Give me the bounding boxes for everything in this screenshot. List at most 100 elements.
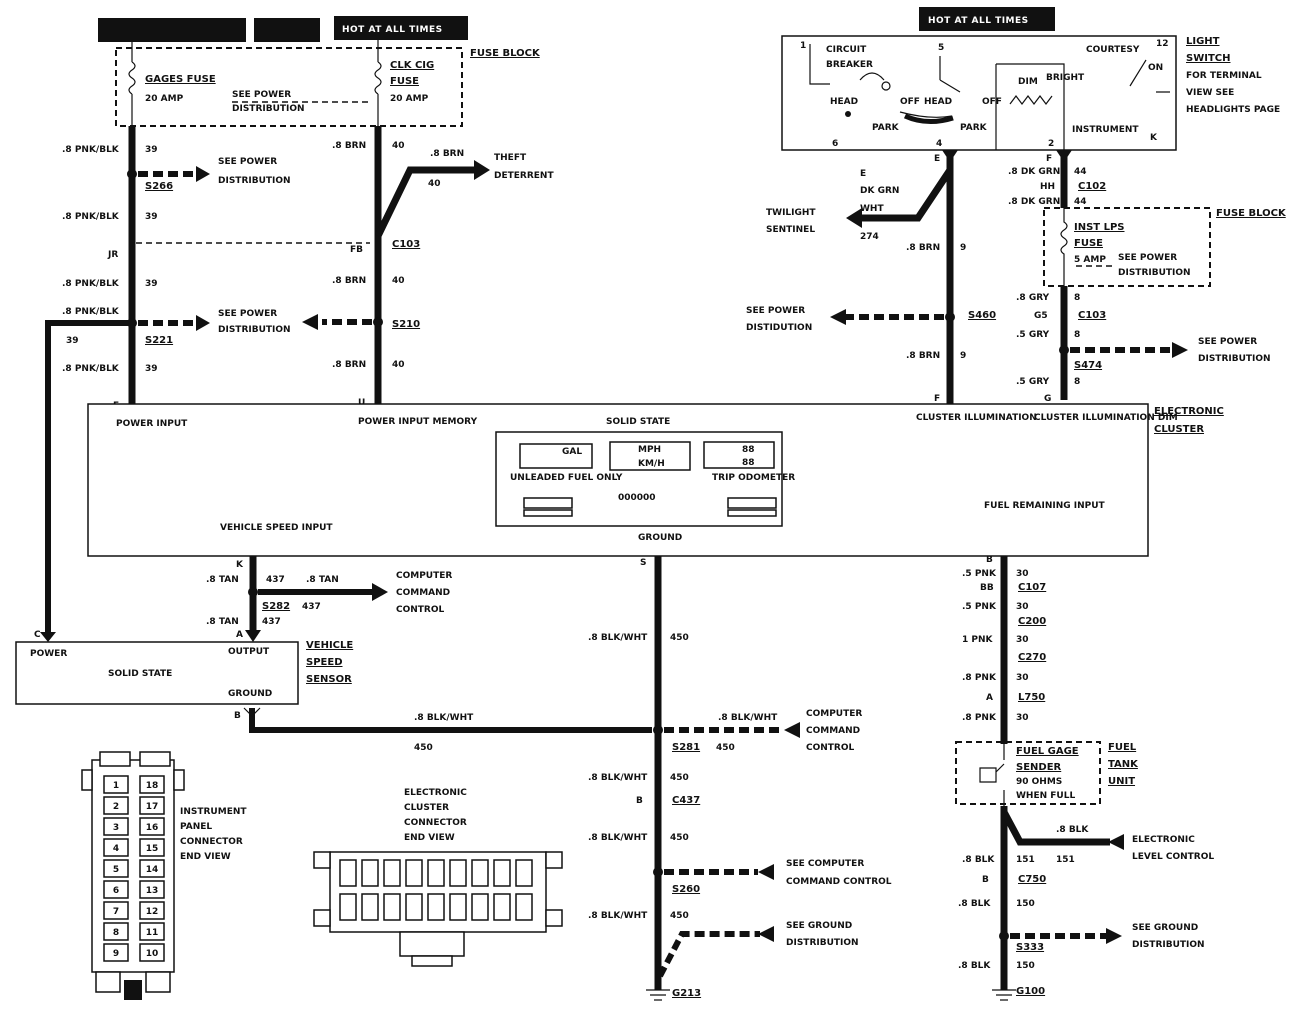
dk-grn: DK GRN: [860, 186, 899, 196]
light-switch-note: FOR TERMINAL: [1186, 71, 1262, 81]
vss-pin-b: B: [234, 711, 241, 721]
splice-label: S333: [1016, 942, 1044, 953]
vss-input-label: VEHICLE SPEED INPUT: [220, 523, 333, 533]
indicator: [523, 497, 573, 509]
splice-dot-s282: [248, 587, 258, 597]
control-label: CONTROL: [806, 743, 855, 753]
courtesy-label: COURTESY: [1086, 45, 1140, 55]
e-label: E: [860, 169, 866, 179]
pin-c-arrow: [40, 632, 56, 642]
fuel-tank-title-3: UNIT: [1108, 776, 1135, 787]
splice-label: S260: [672, 884, 700, 895]
wire-label: .8 BLK/WHT: [588, 833, 648, 843]
sender-label: SENDER: [1016, 762, 1062, 773]
wht: WHT: [860, 204, 884, 214]
hot-acc-bar: [254, 18, 320, 42]
power-input-label: POWER INPUT: [116, 419, 188, 429]
cluster-pin-cell: [493, 893, 511, 921]
circuit-number: 437: [266, 575, 285, 585]
circuit-number: 9: [960, 243, 966, 253]
off-label-2: OFF: [982, 97, 1002, 107]
wire-label: .8 PNK/BLK: [62, 307, 120, 317]
ohms-label: 90 OHMS: [1016, 777, 1062, 787]
connector-pin: A: [986, 693, 993, 703]
wire-label: .8 TAN: [206, 617, 239, 627]
fuse-block-right: [1043, 207, 1211, 287]
wire-label: .8 DK GRN: [1008, 167, 1060, 177]
kmh-label: KM/H: [638, 459, 665, 469]
wire-label: .8 BRN: [906, 243, 940, 253]
ecc-plug: [399, 931, 465, 957]
circuit-274: 274: [860, 232, 879, 242]
circuit-number: 39: [145, 145, 158, 155]
connector-pin-number: 16: [146, 823, 159, 833]
splice-label: S281: [672, 742, 700, 753]
fuse-block-left: [115, 47, 463, 127]
circuit-number: 8: [1074, 377, 1080, 387]
trip-display: [703, 441, 775, 469]
wire-twilight: [858, 168, 953, 222]
indicator: [523, 509, 573, 517]
trip-digits-2: 88: [742, 458, 755, 468]
pin-a: A: [236, 630, 243, 640]
unleaded-label: UNLEADED FUEL ONLY: [510, 473, 623, 483]
wire-label: .5 PNK: [962, 569, 997, 579]
light-switch-note: HEADLIGHTS PAGE: [1186, 105, 1280, 115]
circuit-number: 40: [392, 276, 405, 286]
clk-cig-fuse: FUSE: [390, 76, 419, 87]
cluster-pin-cell: [361, 859, 379, 887]
ground-g213: G213: [672, 988, 701, 999]
circuit-number: 150: [1016, 899, 1035, 909]
arrow-head: [196, 166, 210, 182]
connector-c437: C437: [672, 795, 700, 806]
ecc-ear: [545, 909, 563, 927]
wire-label: .8 PNK: [962, 673, 997, 683]
splice-dot-s210: [373, 317, 383, 327]
ipc-foot: [95, 971, 121, 993]
see-power: SEE POWER: [218, 157, 277, 167]
wire-label: .8 TAN: [206, 575, 239, 585]
wire-label: .5 GRY: [1016, 377, 1050, 387]
when-full-label: WHEN FULL: [1016, 791, 1075, 801]
wire-label: .8 BLK/WHT: [718, 713, 778, 723]
computer-label: COMPUTER: [396, 571, 452, 581]
connector-pin-cell: [139, 796, 165, 815]
wire-to-theft: [374, 166, 476, 238]
distribution: DISTRIBUTION: [1118, 268, 1191, 278]
circuit-number: 39: [145, 212, 158, 222]
ground-dist-label: DISTRIBUTION: [786, 938, 859, 948]
wire-label: .8 BLK/WHT: [588, 633, 648, 643]
wire-label: .8 BRN: [332, 141, 366, 151]
arrow-head: [1106, 928, 1122, 944]
circuit-number: 450: [414, 743, 433, 753]
connector-pin-number: 14: [146, 865, 159, 875]
fuel-remaining-label: FUEL REMAINING INPUT: [984, 501, 1106, 511]
arrow-head: [758, 926, 774, 942]
connector-pin-cell: [103, 901, 129, 920]
wire-label: .8 BRN: [332, 360, 366, 370]
fuse-block-title: FUSE BLOCK: [1216, 208, 1287, 219]
vss-title-2: SPEED: [306, 657, 343, 668]
splice-dot-s333: [999, 931, 1009, 941]
ipc-tab: [99, 751, 131, 767]
connector-pin-number: 15: [146, 844, 159, 854]
ecc-plug-tip: [411, 955, 453, 967]
deterrent-label: DETERRENT: [494, 171, 554, 181]
circuit-number: 450: [670, 911, 689, 921]
ground-dist-label: DISTRIBUTION: [1132, 940, 1205, 950]
indicator: [727, 497, 777, 509]
ipc-tab: [139, 751, 171, 767]
pin-s: S: [640, 558, 646, 568]
bright-label: BRIGHT: [1046, 73, 1085, 83]
off-label: OFF: [900, 97, 920, 107]
connector-pin-number: 8: [113, 928, 119, 938]
circuit-number: 151: [1016, 855, 1035, 865]
ipc-latch: [173, 769, 185, 791]
connector-pin-cell: [103, 859, 129, 878]
pin-u: U: [358, 398, 365, 408]
cluster-pin-cell: [361, 893, 379, 921]
circuit-number: 40: [392, 141, 405, 151]
splice-label: S474: [1074, 360, 1102, 371]
splice-label: S210: [392, 319, 420, 330]
